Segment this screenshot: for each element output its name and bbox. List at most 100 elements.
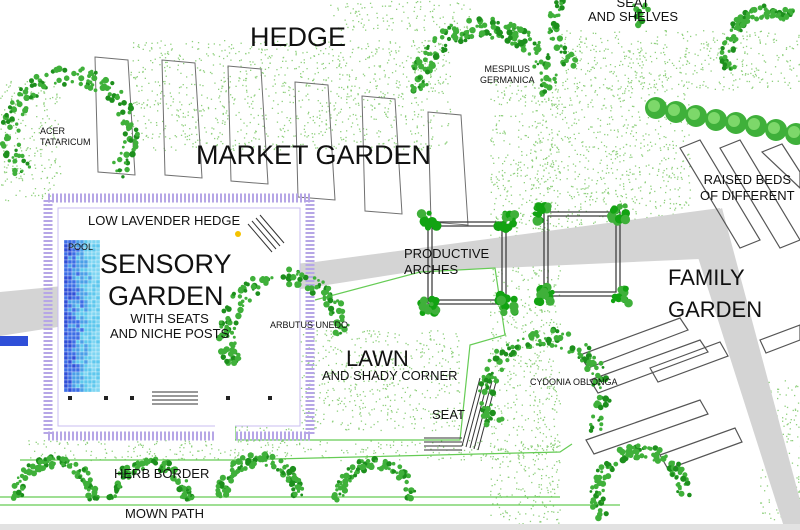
stipple-dot — [534, 87, 536, 89]
stipple-dot — [706, 48, 708, 50]
stipple-dot — [385, 340, 387, 342]
stipple-dot — [523, 213, 525, 216]
stipple-dot — [4, 91, 6, 93]
stipple-dot — [534, 352, 536, 355]
stipple-dot — [48, 118, 50, 120]
stipple-dot — [235, 114, 237, 116]
stipple-dot — [40, 177, 42, 180]
stipple-dot — [561, 112, 563, 114]
stipple-dot — [707, 43, 710, 45]
stipple-dot — [391, 359, 394, 361]
stipple-dot — [144, 77, 146, 79]
stipple-dot — [459, 413, 461, 415]
stipple-dot — [164, 53, 166, 55]
stipple-dot — [179, 101, 181, 103]
stipple-dot — [553, 103, 555, 105]
stipple-dot — [557, 91, 559, 93]
stipple-dot — [665, 191, 667, 194]
stipple-dot — [303, 447, 305, 449]
stipple-dot — [523, 164, 525, 166]
stipple-dot — [359, 60, 361, 63]
stipple-dot — [415, 101, 418, 104]
stipple-dot — [798, 36, 800, 38]
stipple-dot — [302, 409, 304, 412]
stipple-dot — [654, 129, 657, 131]
stipple-dot — [574, 91, 576, 93]
stipple-dot — [544, 377, 546, 379]
stipple-dot — [340, 97, 342, 99]
stipple-dot — [447, 123, 450, 125]
stipple-dot — [348, 428, 350, 431]
stipple-dot — [685, 50, 687, 52]
stipple-dot — [384, 94, 386, 96]
stipple-dot — [640, 147, 642, 149]
pool-tile — [91, 307, 97, 313]
stipple-dot — [394, 42, 397, 44]
stipple-dot — [285, 82, 287, 84]
stipple-dot — [527, 279, 529, 281]
pool-tile — [67, 307, 73, 313]
stipple-dot — [546, 449, 548, 451]
stipple-dot — [393, 119, 395, 121]
pool-tile — [87, 367, 93, 373]
stipple-dot — [341, 449, 343, 451]
stipple-dot — [19, 147, 22, 149]
stipple-dot — [382, 143, 384, 145]
pool-tile — [95, 379, 101, 385]
stipple-dot — [453, 11, 455, 14]
stipple-dot — [506, 389, 508, 392]
stipple-dot — [246, 426, 248, 428]
stipple-dot — [539, 183, 541, 185]
pool-tile — [75, 379, 81, 385]
pool-tile — [75, 383, 81, 389]
stipple-dot — [345, 376, 348, 379]
stipple-dot — [42, 118, 44, 120]
stipple-dot — [548, 155, 550, 157]
stipple-dot — [380, 96, 383, 98]
stipple-dot — [491, 451, 493, 453]
stipple-dot — [558, 275, 560, 277]
stipple-dot — [414, 29, 416, 31]
stipple-dot — [438, 44, 440, 46]
stipple-dot — [6, 144, 8, 146]
stipple-dot — [550, 202, 552, 204]
stipple-dot — [517, 457, 520, 459]
stipple-dot — [417, 51, 419, 53]
stipple-dot — [363, 330, 365, 333]
stipple-dot — [222, 112, 224, 115]
stipple-dot — [492, 333, 494, 336]
stipple-dot — [292, 88, 294, 91]
stipple-dot — [535, 274, 537, 276]
stipple-dot — [379, 66, 381, 68]
stipple-dot — [49, 130, 51, 132]
stipple-dot — [223, 76, 225, 79]
stipple-dot — [368, 374, 370, 376]
stipple-dot — [628, 90, 630, 92]
stipple-dot — [268, 67, 270, 69]
stipple-dot — [409, 145, 411, 147]
stipple-dot — [202, 85, 204, 87]
stipple-dot — [556, 446, 558, 448]
stipple-dot — [400, 352, 402, 354]
stipple-dot — [544, 505, 546, 507]
stipple-dot — [515, 287, 518, 289]
stipple-dot — [419, 8, 422, 10]
stipple-dot — [419, 1, 422, 3]
stipple-dot — [686, 40, 689, 42]
stipple-dot — [645, 59, 647, 61]
pool-tile — [83, 291, 89, 297]
stipple-dot — [307, 135, 310, 137]
stipple-dot — [553, 284, 555, 286]
stipple-dot — [663, 75, 665, 77]
stipple-dot — [590, 195, 592, 197]
stipple-dot — [436, 110, 438, 112]
stipple-dot — [343, 88, 345, 90]
stipple-dot — [264, 145, 266, 147]
stipple-dot — [159, 56, 161, 59]
stipple-dot — [429, 397, 431, 399]
stipple-dot — [296, 115, 298, 117]
stipple-dot — [31, 135, 33, 138]
market-bed — [361, 95, 403, 215]
stipple-dot — [29, 148, 31, 150]
pool-tile — [95, 371, 101, 377]
